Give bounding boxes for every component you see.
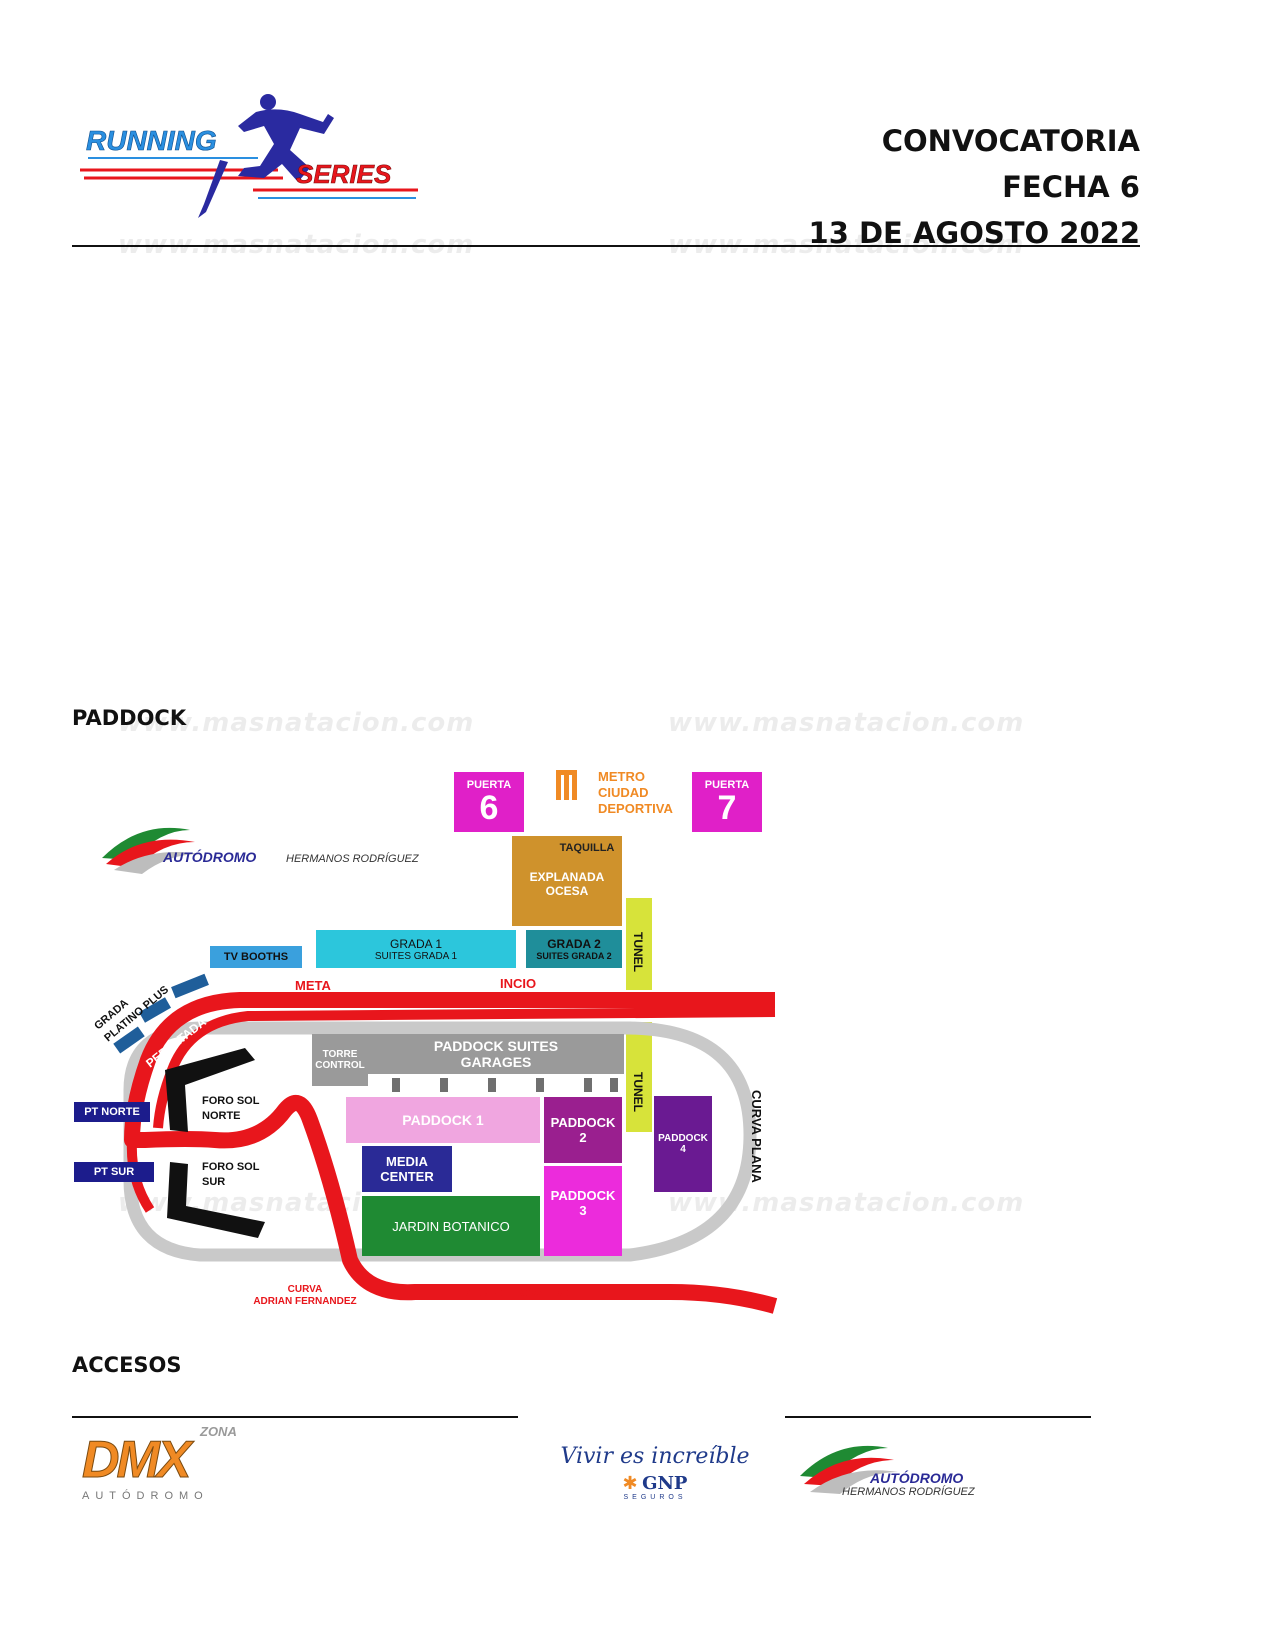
section-title-accesos: ACCESOS [72,1353,182,1377]
track-layout: AUTÓDROMO HERMANOS RODRÍGUEZ METRO CIUDA… [92,769,778,1314]
watermark: www.masnatacion.com [118,230,475,260]
svg-text:TUNEL: TUNEL [631,1072,645,1112]
gnp-logo: Vivir es increíble ✱ GNP SEGUROS [560,1444,750,1501]
media-center: MEDIA CENTER [362,1146,452,1192]
svg-text:METRO: METRO [598,769,645,784]
svg-text:TUNEL: TUNEL [631,932,645,972]
explanada-ocesa: TAQUILLA EXPLANADA OCESA [512,836,622,926]
svg-text:SERIES: SERIES [296,159,392,189]
curva-adrian-fernandez: CURVA ADRIAN FERNANDEZ [253,1284,357,1307]
jardin-botanico: JARDIN BOTANICO [362,1196,540,1256]
paddock-suites-garages: PADDOCK SUITES GARAGES [368,1034,624,1074]
paddock-1: PADDOCK 1 [346,1097,540,1143]
metro-icon [556,770,577,800]
running-series-logo: RUNNING SERIES [78,92,423,227]
svg-text:CURVA PLANA: CURVA PLANA [749,1090,764,1184]
paddock-2: PADDOCK 2 [544,1097,622,1163]
svg-text:AUTÓDROMO: AUTÓDROMO [162,848,256,865]
meta-label: META [295,978,331,993]
watermark: www.masnatacion.com [118,708,475,738]
zona-dmx-logo: ZONA DMX AUTÓDROMO [82,1424,237,1502]
foro-sol-sur: FORO SOL SUR [202,1161,260,1188]
svg-text:CIUDAD: CIUDAD [598,785,649,800]
runner-icon: RUNNING SERIES [80,94,418,218]
section-title-paddock: PADDOCK [72,706,187,730]
paddock-4: PADDOCK 4 [654,1096,712,1192]
gate-7: PUERTA 7 [692,772,762,832]
watermark: www.masnatacion.com [668,708,1025,738]
tv-booths: TV BOOTHS [210,946,302,968]
inicio-label: INCIO [500,976,537,991]
pt-norte: PT NORTE [74,1102,150,1122]
header-date: 13 DE AGOSTO 2022 [808,216,1140,250]
taquilla-label: TAQUILLA [559,842,615,854]
grada-1: GRADA 1 SUITES GRADA 1 [316,930,516,968]
header-divider [72,245,1140,247]
autodromo-swoosh-icon [800,1445,898,1494]
footer-divider-left [72,1416,518,1418]
svg-text:DEPORTIVA: DEPORTIVA [598,801,673,816]
venue-map: AUTÓDROMO HERMANOS RODRÍGUEZ METRO CIUDA… [70,760,780,1320]
torre-control: TORRE CONTROL [312,1034,368,1086]
document-header: CONVOCATORIA FECHA 6 13 DE AGOSTO 2022 [809,118,1140,256]
header-title: CONVOCATORIA [881,124,1140,158]
paddock-3: PADDOCK 3 [544,1166,622,1256]
header-date-label: FECHA 6 [1002,170,1140,204]
svg-text:HERMANOS RODRÍGUEZ: HERMANOS RODRÍGUEZ [286,852,420,865]
gate-6: PUERTA 6 [454,772,524,832]
watermark: www.masnatacion.com [668,230,1025,260]
svg-text:RUNNING: RUNNING [86,125,217,156]
footer-divider-right [785,1416,1091,1418]
foro-sol-norte: FORO SOL NORTE [202,1095,260,1122]
recta-trasera-label: RECTA TRASERA [460,1284,570,1299]
grada-2: GRADA 2 SUITES GRADA 2 [526,930,622,968]
gnp-star-icon: ✱ [622,1473,638,1493]
autodromo-logo: AUTÓDROMO HERMANOS RODRÍGUEZ [798,1436,998,1506]
pt-sur: PT SUR [74,1162,154,1182]
